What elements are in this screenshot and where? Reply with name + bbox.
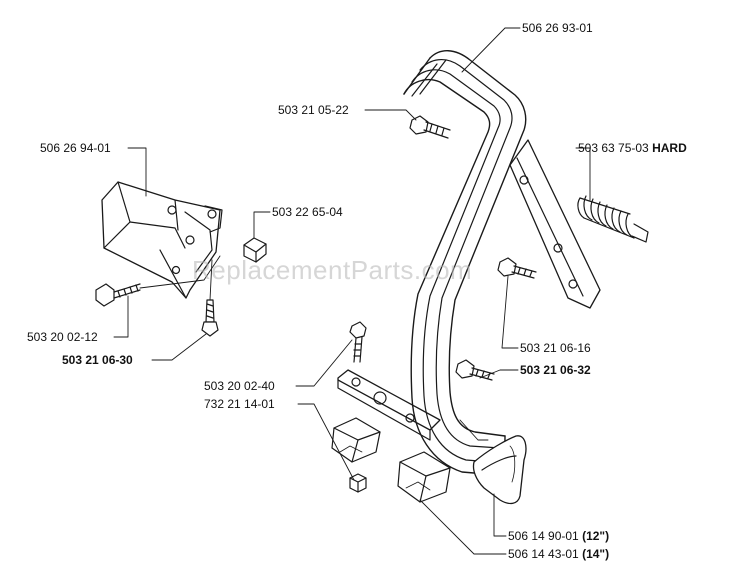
label-screw-lower: 503 20 02-40	[204, 379, 275, 393]
rubber-block-small	[331, 417, 381, 463]
label-screw-bracket: 503 20 02-12	[27, 330, 98, 344]
rubber-block-large	[397, 451, 451, 503]
handle-strut	[509, 139, 601, 309]
label-guard-14-part: 506 14 43-01	[508, 547, 579, 561]
label-guard-14: 506 14 43-01 (14")	[508, 547, 609, 561]
screw-lower-vertical	[349, 321, 367, 363]
square-nut	[243, 237, 267, 263]
label-spring-part: 503 63 75-03	[578, 141, 649, 155]
guard-plate	[472, 435, 527, 505]
label-spring-note: HARD	[652, 141, 687, 155]
label-guard-14-note: (14")	[582, 547, 610, 561]
label-handle-main: 506 26 93-01	[522, 21, 593, 35]
screw-top	[409, 115, 451, 139]
label-square-nut: 503 22 65-04	[272, 205, 343, 219]
buffer-spring	[577, 195, 649, 243]
screw-right-lower	[455, 359, 495, 381]
hex-nut-lower	[349, 473, 367, 493]
label-nut-lower: 732 21 14-01	[204, 397, 275, 411]
label-guard-12: 506 14 90-01 (12")	[508, 529, 609, 543]
lower-bar	[337, 369, 441, 441]
label-spring: 503 63 75-03 HARD	[578, 141, 687, 155]
screw-bracket-horizontal	[95, 283, 141, 307]
label-screw-mid: 503 21 06-16	[520, 341, 591, 355]
label-bracket: 506 26 94-01	[40, 141, 111, 155]
label-screw-right-bold-text: 503 21 06-32	[520, 363, 591, 377]
screw-mid	[497, 257, 537, 279]
label-screw-right-bold: 503 21 06-32	[520, 363, 591, 377]
leader-lines	[113, 27, 591, 555]
watermark: ReplacementParts.com	[192, 255, 473, 285]
label-screw-top: 503 21 05-22	[278, 103, 349, 117]
label-screw-bracket-bold: 503 21 06-30	[62, 353, 133, 367]
label-guard-12-note: (12")	[582, 529, 610, 543]
screw-bracket-vertical	[201, 299, 219, 337]
bracket-part	[101, 181, 223, 299]
label-guard-12-part: 506 14 90-01	[508, 529, 579, 543]
label-screw-bracket-bold-text: 503 21 06-30	[62, 353, 133, 367]
